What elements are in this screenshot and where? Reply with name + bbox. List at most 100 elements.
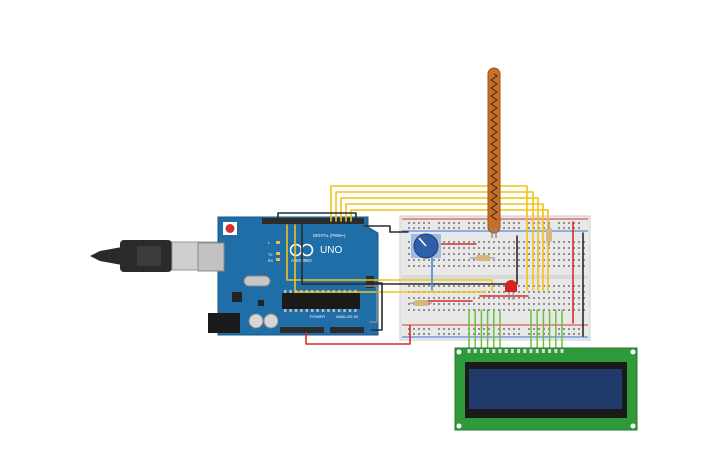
resistor-2[interactable]: [410, 300, 432, 306]
terminal-hole[interactable]: [523, 297, 525, 299]
rail-hole[interactable]: [558, 227, 560, 229]
rail-hole[interactable]: [518, 328, 520, 330]
terminal-hole[interactable]: [453, 241, 455, 243]
rail-hole[interactable]: [513, 227, 515, 229]
terminal-hole[interactable]: [513, 297, 515, 299]
terminal-hole[interactable]: [508, 247, 510, 249]
terminal-hole[interactable]: [553, 291, 555, 293]
rail-hole[interactable]: [503, 222, 505, 224]
terminal-hole[interactable]: [443, 285, 445, 287]
power-header[interactable]: [280, 327, 324, 333]
terminal-hole[interactable]: [438, 259, 440, 261]
terminal-hole[interactable]: [468, 259, 470, 261]
terminal-hole[interactable]: [518, 291, 520, 293]
rail-hole[interactable]: [488, 333, 490, 335]
terminal-hole[interactable]: [498, 285, 500, 287]
terminal-hole[interactable]: [558, 265, 560, 267]
terminal-hole[interactable]: [448, 285, 450, 287]
rail-hole[interactable]: [458, 328, 460, 330]
terminal-hole[interactable]: [563, 285, 565, 287]
terminal-hole[interactable]: [553, 253, 555, 255]
terminal-hole[interactable]: [473, 265, 475, 267]
terminal-hole[interactable]: [483, 247, 485, 249]
terminal-hole[interactable]: [483, 285, 485, 287]
terminal-hole[interactable]: [493, 253, 495, 255]
terminal-hole[interactable]: [468, 265, 470, 267]
terminal-hole[interactable]: [563, 265, 565, 267]
rail-hole[interactable]: [478, 328, 480, 330]
terminal-hole[interactable]: [493, 247, 495, 249]
terminal-hole[interactable]: [513, 309, 515, 311]
terminal-hole[interactable]: [533, 297, 535, 299]
terminal-hole[interactable]: [533, 241, 535, 243]
rail-hole[interactable]: [468, 227, 470, 229]
terminal-hole[interactable]: [528, 253, 530, 255]
terminal-hole[interactable]: [438, 297, 440, 299]
rail-hole[interactable]: [458, 222, 460, 224]
rail-hole[interactable]: [518, 227, 520, 229]
yellow-wire-2[interactable]: [335, 191, 534, 291]
analog-header[interactable]: [330, 327, 364, 333]
terminal-hole[interactable]: [573, 247, 575, 249]
rail-hole[interactable]: [483, 333, 485, 335]
terminal-hole[interactable]: [568, 253, 570, 255]
terminal-hole[interactable]: [508, 303, 510, 305]
rail-hole[interactable]: [508, 328, 510, 330]
rail-hole[interactable]: [428, 328, 430, 330]
terminal-hole[interactable]: [558, 253, 560, 255]
rail-hole[interactable]: [488, 328, 490, 330]
terminal-hole[interactable]: [473, 247, 475, 249]
terminal-hole[interactable]: [463, 265, 465, 267]
terminal-hole[interactable]: [463, 259, 465, 261]
terminal-hole[interactable]: [553, 297, 555, 299]
terminal-hole[interactable]: [543, 247, 545, 249]
terminal-hole[interactable]: [528, 265, 530, 267]
terminal-hole[interactable]: [568, 291, 570, 293]
terminal-hole[interactable]: [488, 303, 490, 305]
terminal-hole[interactable]: [453, 285, 455, 287]
terminal-hole[interactable]: [538, 265, 540, 267]
rail-hole[interactable]: [438, 328, 440, 330]
terminal-hole[interactable]: [413, 297, 415, 299]
terminal-hole[interactable]: [518, 285, 520, 287]
terminal-hole[interactable]: [528, 297, 530, 299]
terminal-hole[interactable]: [523, 253, 525, 255]
rail-hole[interactable]: [423, 222, 425, 224]
terminal-hole[interactable]: [573, 285, 575, 287]
terminal-hole[interactable]: [583, 253, 585, 255]
rail-hole[interactable]: [573, 222, 575, 224]
terminal-hole[interactable]: [583, 285, 585, 287]
rail-hole[interactable]: [453, 227, 455, 229]
rail-hole[interactable]: [473, 227, 475, 229]
terminal-hole[interactable]: [513, 265, 515, 267]
terminal-hole[interactable]: [498, 259, 500, 261]
terminal-hole[interactable]: [418, 309, 420, 311]
terminal-hole[interactable]: [578, 241, 580, 243]
terminal-hole[interactable]: [553, 247, 555, 249]
terminal-hole[interactable]: [573, 265, 575, 267]
terminal-hole[interactable]: [438, 285, 440, 287]
terminal-hole[interactable]: [548, 291, 550, 293]
rail-hole[interactable]: [423, 328, 425, 330]
terminal-hole[interactable]: [548, 247, 550, 249]
terminal-hole[interactable]: [518, 247, 520, 249]
terminal-hole[interactable]: [443, 309, 445, 311]
rail-hole[interactable]: [418, 333, 420, 335]
terminal-hole[interactable]: [573, 297, 575, 299]
terminal-hole[interactable]: [408, 303, 410, 305]
terminal-hole[interactable]: [513, 303, 515, 305]
terminal-hole[interactable]: [433, 259, 435, 261]
terminal-hole[interactable]: [548, 253, 550, 255]
terminal-hole[interactable]: [518, 303, 520, 305]
rail-hole[interactable]: [408, 227, 410, 229]
terminal-hole[interactable]: [558, 259, 560, 261]
terminal-hole[interactable]: [488, 253, 490, 255]
terminal-hole[interactable]: [488, 291, 490, 293]
terminal-hole[interactable]: [548, 259, 550, 261]
terminal-hole[interactable]: [438, 265, 440, 267]
rail-hole[interactable]: [408, 328, 410, 330]
rail-hole[interactable]: [473, 222, 475, 224]
rail-hole[interactable]: [448, 328, 450, 330]
terminal-hole[interactable]: [418, 259, 420, 261]
terminal-hole[interactable]: [423, 309, 425, 311]
